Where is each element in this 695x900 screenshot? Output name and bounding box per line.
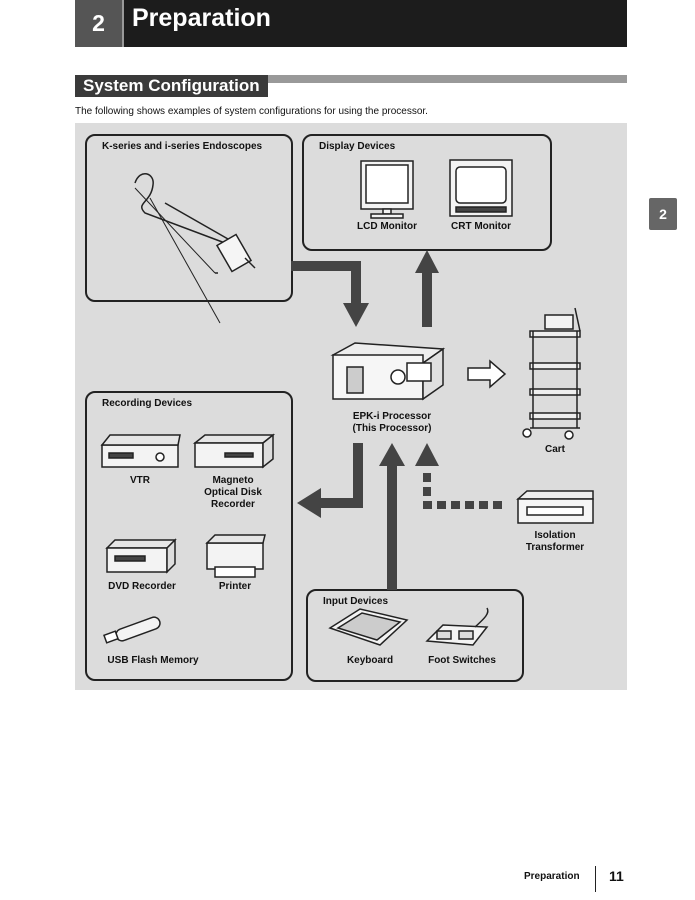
keyboard-drawing: [328, 608, 409, 646]
chapter-header: 2 Preparation: [75, 0, 627, 47]
arrow-isolation-to-processor: [415, 443, 502, 509]
mo-recorder-label-line3: Recorder: [211, 499, 255, 510]
printer-label: Printer: [218, 581, 252, 592]
input-devices-group: Input Devices: [306, 589, 524, 682]
usb-flash-drawing: [103, 616, 161, 644]
lcd-monitor-label: LCD Monitor: [357, 221, 417, 232]
processor-label-line2: (This Processor): [352, 423, 432, 434]
keyboard-label: Keyboard: [346, 655, 394, 666]
dvd-recorder-drawing: [105, 538, 177, 574]
isolation-transformer-drawing: [516, 490, 594, 524]
endoscope-drawing: [134, 173, 256, 324]
section-title: System Configuration: [75, 75, 268, 97]
mo-recorder-label-line2: Optical Disk: [204, 487, 262, 498]
arrow-input-to-processor: [379, 443, 405, 590]
foot-switch-drawing: [425, 607, 489, 646]
arrow-processor-to-recording: [297, 443, 363, 518]
display-devices-title: Display Devices: [319, 141, 396, 152]
crt-monitor-label: CRT Monitor: [451, 221, 511, 232]
input-devices-title: Input Devices: [323, 596, 389, 607]
endoscopes-group-title: K-series and i-series Endoscopes: [102, 141, 263, 152]
page-number: 11: [609, 868, 624, 884]
arrow-processor-to-cart: [467, 359, 507, 389]
isolation-label-line1: Isolation: [534, 530, 576, 541]
printer-drawing: [205, 534, 266, 578]
lcd-monitor-drawing: [360, 160, 414, 219]
mo-recorder-label-line1: Magneto: [212, 475, 254, 486]
system-configuration-diagram: K-series and i-series Endoscopes Display…: [75, 123, 627, 690]
intro-text: The following shows examples of system c…: [75, 106, 428, 117]
recording-devices-title: Recording Devices: [102, 398, 193, 409]
arrow-processor-to-display: [415, 250, 439, 327]
footer-label: Preparation: [524, 871, 580, 882]
dvd-recorder-label: DVD Recorder: [108, 581, 176, 592]
diagram-graphics: [100, 159, 594, 646]
endoscopes-group: K-series and i-series Endoscopes: [85, 134, 293, 302]
footer-separator: [595, 866, 596, 892]
cart-drawing: [522, 307, 581, 440]
mo-recorder-drawing: [192, 433, 276, 469]
processor-drawing: [330, 342, 446, 401]
chapter-side-tab[interactable]: 2: [649, 198, 677, 230]
section-rule: [75, 75, 627, 83]
vtr-drawing: [100, 434, 181, 468]
isolation-label-line2: Transformer: [525, 542, 585, 553]
cart-label: Cart: [544, 444, 565, 455]
processor-label-line1: EPK-i Processor: [352, 411, 432, 422]
chapter-title: Preparation: [132, 4, 271, 32]
usb-flash-label: USB Flash Memory: [107, 655, 199, 666]
foot-switches-label: Foot Switches: [428, 655, 496, 666]
arrow-endoscope-to-processor: [291, 261, 369, 327]
crt-monitor-drawing: [449, 159, 513, 217]
chapter-number: 2: [75, 0, 124, 47]
vtr-label: VTR: [130, 475, 150, 486]
